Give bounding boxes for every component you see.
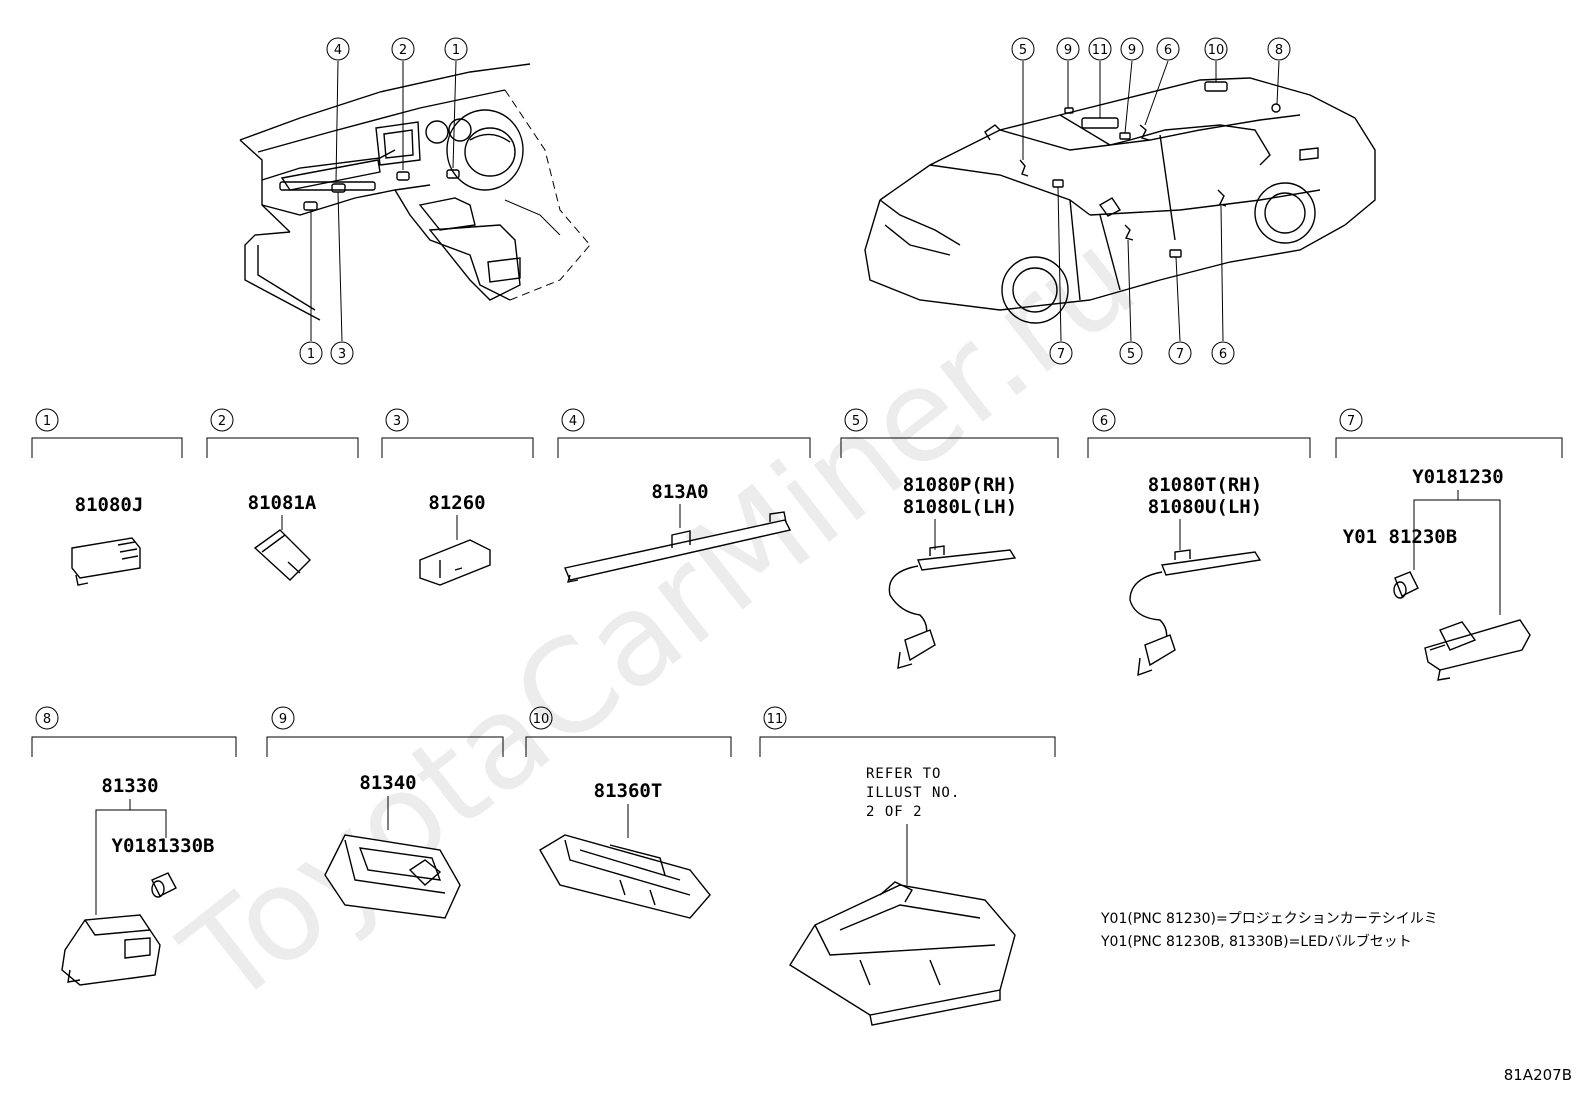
- callout-5-bottom: 5: [1119, 341, 1143, 365]
- section-6-callout: 6: [1100, 414, 1108, 429]
- section-11-callout: 11: [767, 712, 784, 727]
- part-number-y0181330b: Y0181330B: [112, 835, 215, 857]
- callout-3-bottom: 3: [330, 341, 354, 365]
- part-number-y01-81230b: Y01 81230B: [1343, 526, 1457, 548]
- section-3-callout: 3: [393, 414, 401, 429]
- refer-note-line-1: REFER TO: [866, 766, 941, 782]
- svg-text:9: 9: [1064, 43, 1072, 58]
- svg-text:8: 8: [1275, 43, 1283, 58]
- part-y0181230-housing: [1424, 619, 1531, 681]
- callout-5-top: 5: [1011, 37, 1035, 61]
- section-2: 2 81081A: [206, 408, 359, 581]
- top-callouts: 4 2 1 1 3 5 9 11 9 6 10 8 7 5 7 6: [299, 37, 1291, 365]
- svg-text:4: 4: [334, 43, 342, 58]
- section-7: 7 Y0181230 Y01 81230B: [1335, 408, 1563, 681]
- part-number-y0181230: Y0181230: [1412, 466, 1504, 488]
- part-81330-housing: [61, 914, 161, 986]
- callout-4-top: 4: [326, 37, 350, 61]
- section-10: 10 81360T: [525, 706, 732, 919]
- callout-2-top: 2: [391, 37, 415, 61]
- refer-note-line-2: ILLUST NO.: [866, 785, 960, 801]
- svg-text:1: 1: [452, 43, 460, 58]
- part-number-81081a: 81081A: [248, 492, 317, 514]
- section-10-callout: 10: [533, 712, 550, 727]
- svg-text:6: 6: [1219, 347, 1227, 362]
- part-81080j-drawing: [71, 537, 141, 586]
- part-81340-drawing: [324, 834, 461, 919]
- callout-1-top: 1: [444, 37, 468, 61]
- callout-11-top: 11: [1088, 37, 1112, 61]
- svg-text:7: 7: [1176, 347, 1184, 362]
- section-3: 3 81260: [381, 408, 534, 586]
- svg-text:9: 9: [1128, 43, 1136, 58]
- section-8-callout: 8: [43, 712, 51, 727]
- callout-10-top: 10: [1204, 37, 1228, 61]
- callout-6-top: 6: [1156, 37, 1180, 61]
- part-number-81080j: 81080J: [75, 494, 144, 516]
- callout-9-top-b: 9: [1120, 37, 1144, 61]
- svg-text:1: 1: [307, 347, 315, 362]
- part-number-81330: 81330: [101, 775, 158, 797]
- part-number-81260: 81260: [428, 492, 485, 514]
- refer-note-line-3: 2 OF 2: [866, 804, 923, 820]
- part-81360t-drawing: [539, 834, 711, 919]
- section-11: 11 REFER TO ILLUST NO. 2 OF 2: [759, 706, 1056, 1026]
- svg-text:5: 5: [1127, 347, 1135, 362]
- part-number-81340: 81340: [359, 772, 416, 794]
- section-8: 8 81330 Y0181330B: [31, 706, 237, 986]
- svg-text:6: 6: [1164, 43, 1172, 58]
- diagram-code: 81A207B: [1504, 1066, 1572, 1084]
- callout-8-top: 8: [1267, 37, 1291, 61]
- legend-line-1: Y01(PNC 81230)=プロジェクションカーテシイルミ: [1100, 911, 1438, 927]
- section-1: 1 81080J: [31, 408, 183, 586]
- section-5-callout: 5: [852, 414, 860, 429]
- part-number-81360t: 81360T: [594, 780, 663, 802]
- part-number-81080p-rh: 81080P(RH): [903, 474, 1017, 496]
- section-7-callout: 7: [1347, 414, 1355, 429]
- part-81080p-drawing: [888, 545, 1017, 669]
- part-number-81080t-rh: 81080T(RH): [1148, 474, 1262, 496]
- section-6: 6 81080T(RH) 81080U(LH): [1087, 408, 1311, 677]
- callout-7-bottom-b: 7: [1168, 341, 1192, 365]
- part-y01-81230b-bulb: [1393, 571, 1419, 599]
- callout-6-bottom: 6: [1211, 341, 1235, 365]
- dashboard-illustration: [239, 63, 591, 321]
- section-2-callout: 2: [218, 414, 226, 429]
- car-illustration: [864, 77, 1376, 324]
- part-y0181330b-bulb: [151, 872, 177, 898]
- section-5: 5 81080P(RH) 81080L(LH): [840, 408, 1059, 669]
- svg-text:2: 2: [399, 43, 407, 58]
- section-4-callout: 4: [569, 414, 577, 429]
- car-leaders: [1022, 60, 1280, 342]
- section-9-callout: 9: [279, 712, 287, 727]
- part-81080t-drawing: [1129, 549, 1262, 677]
- part-813a0-drawing: [564, 511, 792, 583]
- dashboard-leaders: [310, 60, 457, 342]
- legend-line-2: Y01(PNC 81230B, 81330B)=LEDバルブセット: [1100, 933, 1412, 950]
- svg-text:3: 3: [338, 347, 346, 362]
- section-4: 4 813A0: [557, 408, 811, 583]
- part-number-813a0: 813A0: [651, 481, 708, 503]
- part-81081a-drawing: [253, 529, 311, 581]
- part-number-81080u-lh: 81080U(LH): [1148, 496, 1262, 518]
- callout-1-bottom: 1: [299, 341, 323, 365]
- callout-9-top-a: 9: [1056, 37, 1080, 61]
- svg-text:7: 7: [1057, 347, 1065, 362]
- svg-text:5: 5: [1019, 43, 1027, 58]
- part-number-81080l-lh: 81080L(LH): [903, 496, 1017, 518]
- section-1-callout: 1: [43, 414, 51, 429]
- svg-text:11: 11: [1092, 43, 1109, 58]
- part-81260-drawing: [419, 539, 491, 586]
- callout-7-bottom-a: 7: [1049, 341, 1073, 365]
- section-9: 9 81340: [266, 706, 504, 919]
- svg-text:10: 10: [1208, 43, 1225, 58]
- overhead-console-drawing: [789, 881, 1016, 1026]
